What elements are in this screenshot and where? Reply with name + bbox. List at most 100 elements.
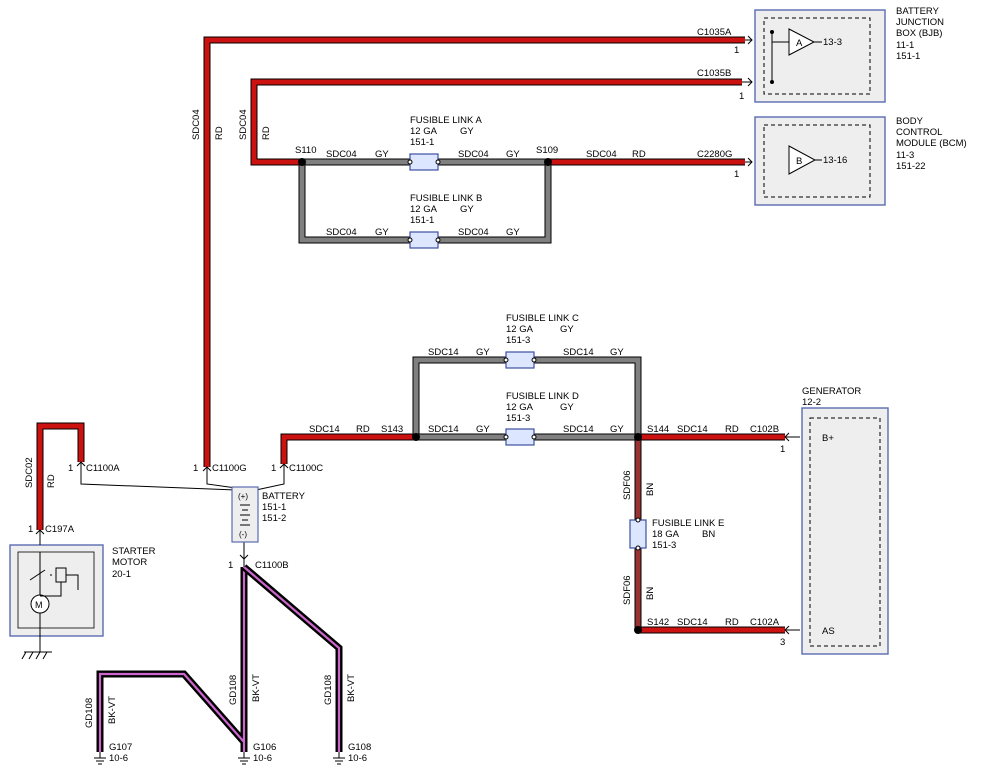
- starter-motor-module[interactable]: M: [9, 544, 104, 637]
- wire-color-label: GY: [610, 347, 624, 358]
- wire-label: SDC14: [563, 347, 594, 358]
- wire-label: SDC14: [428, 424, 459, 435]
- wire-color-label-vertical: BK-VT: [251, 674, 262, 702]
- generator-pin-as: AS: [822, 626, 835, 637]
- splice-s143[interactable]: [412, 433, 420, 441]
- splice-s109[interactable]: [544, 158, 552, 166]
- fusible-link-b-gauge: 12 GA: [410, 204, 438, 215]
- wire-label: SDC04: [458, 227, 489, 238]
- wire-sdc14-c1100c-to-s143[interactable]: [280, 433, 416, 464]
- battery-plus: (+): [238, 492, 248, 501]
- fusible-link-a-icon[interactable]: [407, 153, 441, 171]
- wire-color-label-vertical: BN: [645, 587, 656, 600]
- connector-c102b: C102B: [750, 424, 779, 435]
- connector-c1035b-pin: 1: [739, 91, 744, 102]
- battery-feed-lines: [80, 472, 285, 491]
- wire-color-label: RD: [725, 617, 739, 628]
- bjb-pin-a: A: [796, 38, 803, 49]
- wire-color-label: GY: [506, 149, 520, 160]
- wire-label-vertical: SDC04: [238, 109, 249, 140]
- bjb-module[interactable]: A 13-3: [754, 9, 886, 103]
- ground-g107: G107: [109, 742, 132, 753]
- bcm-ref-1: 11-3: [896, 150, 914, 161]
- wire-color-label: RD: [356, 424, 370, 435]
- bcm-module[interactable]: B 13-16: [754, 116, 886, 206]
- wire-color-label-vertical: BN: [645, 483, 656, 496]
- connector-c1100a-pin: 1: [68, 463, 73, 474]
- wire-color-label: GY: [375, 149, 389, 160]
- fusible-link-d-color: GY: [560, 402, 574, 413]
- wire-label-vertical: SDC04: [191, 109, 202, 140]
- fusible-link-a-name: FUSIBLE LINK A: [410, 115, 482, 126]
- fusible-link-b-icon[interactable]: [407, 231, 441, 249]
- wire-color-label: GY: [375, 227, 389, 238]
- fusible-link-c-icon[interactable]: [503, 351, 537, 369]
- battery-ref-2: 151-2: [262, 513, 286, 524]
- wire-sdc04-to-c1035a[interactable]: [203, 36, 745, 467]
- wire-label: SDC14: [309, 424, 340, 435]
- wire-color-label: GY: [506, 227, 520, 238]
- fusible-link-a-gauge: 12 GA: [410, 126, 438, 137]
- splice-s142[interactable]: [634, 626, 642, 634]
- fusible-link-d-ref: 151-3: [506, 413, 530, 424]
- fusible-link-e-color: BN: [702, 529, 715, 540]
- wire-sdc02-starter[interactable]: [36, 422, 85, 530]
- generator-name: GENERATOR: [802, 386, 861, 397]
- wire-color-label-vertical: BK-VT: [346, 674, 357, 702]
- connector-c2280g-pin: 1: [734, 169, 739, 180]
- splice-s144-label: S144: [647, 424, 669, 435]
- fusible-link-c-ref: 151-3: [506, 335, 530, 346]
- wire-gd108-g107[interactable]: [96, 567, 248, 752]
- connector-arrows: [35, 35, 800, 635]
- connector-c1035a-pin: 1: [734, 45, 739, 56]
- wire-sdc04-to-c1035b[interactable]: [250, 78, 742, 166]
- bjb-ref-1: 11-1: [896, 40, 914, 51]
- connector-c1100c-pin: 1: [271, 463, 276, 474]
- ground-g106-ref: 10-6: [253, 753, 272, 764]
- fusible-link-b-color: GY: [460, 204, 474, 215]
- connector-c2280g: C2280G: [697, 149, 732, 160]
- wire-color-label: GY: [610, 424, 624, 435]
- wire-label: SDC04: [326, 149, 357, 160]
- connector-c1100b: C1100B: [255, 560, 289, 571]
- starter-name: STARTER: [112, 546, 156, 557]
- battery-name: BATTERY: [262, 491, 306, 502]
- splice-s110[interactable]: [298, 158, 306, 166]
- fusible-link-c-color: GY: [560, 324, 574, 335]
- wire-gd108-g108[interactable]: [241, 564, 343, 752]
- generator-module[interactable]: [801, 407, 889, 655]
- connector-c1100c: C1100C: [289, 463, 323, 474]
- bjb-pin-a-ref: 13-3: [823, 37, 842, 48]
- wire-label: SDC14: [428, 347, 459, 358]
- wire-label: SDC14: [677, 617, 708, 628]
- connector-c197a: C197A: [45, 524, 75, 535]
- bcm-ref-2: 151-22: [896, 161, 926, 172]
- fusible-link-d-icon[interactable]: [503, 428, 537, 446]
- fusible-link-e-ref: 151-3: [652, 540, 676, 551]
- bjb-name-2: JUNCTION: [896, 17, 944, 28]
- battery-minus: (-): [239, 530, 247, 539]
- generator-pin-bplus: B+: [822, 433, 834, 444]
- wire-color-label-vertical: BK-VT: [107, 696, 118, 724]
- wire-color-label: GY: [476, 424, 490, 435]
- connector-c197a-pin: 1: [28, 524, 33, 535]
- ground-g106-icon: [238, 752, 250, 765]
- wire-color-label-vertical: RD: [46, 474, 57, 488]
- wire-label-vertical: SDC02: [24, 457, 35, 488]
- battery-icon[interactable]: [231, 486, 259, 543]
- splice-s144[interactable]: [634, 433, 642, 441]
- splice-s110-label: S110: [295, 145, 316, 156]
- wire-label-vertical: SDF06: [622, 575, 633, 605]
- wire-color-label: RD: [632, 149, 646, 160]
- fusible-link-e-icon[interactable]: [629, 517, 647, 551]
- ground-g107-icon: [94, 752, 106, 765]
- splice-s109-label: S109: [536, 145, 558, 156]
- starter-ground-icon: [21, 636, 52, 660]
- bcm-amp-b-icon: [788, 145, 817, 175]
- battery-ref-1: 151-1: [262, 502, 286, 513]
- connector-c1035b: C1035B: [697, 68, 731, 79]
- fusible-link-e-gauge: 18 GA: [652, 529, 680, 540]
- connector-c1035a: C1035A: [697, 27, 732, 38]
- fusible-link-d-gauge: 12 GA: [506, 402, 534, 413]
